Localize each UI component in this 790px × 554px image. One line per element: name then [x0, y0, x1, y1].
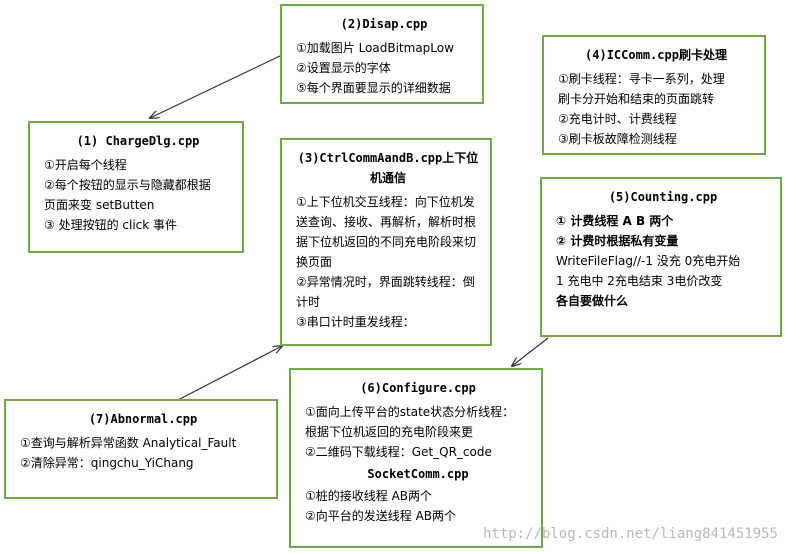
box-iccomm: (4)ICComm.cpp刷卡处理 ①刷卡线程：寻卡一系列，处理 刷卡分开始和结…: [542, 35, 766, 155]
box-chargedlg-line-3: 页面来变 setButten: [44, 198, 155, 212]
box-counting-title: (5)Counting.cpp: [608, 190, 718, 204]
box-chargedlg-title: (1) ChargeDlg.cpp: [76, 134, 200, 148]
box-abnormal-line-1: ①查询与解析异常函数 Analytical_Fault: [20, 436, 237, 450]
box-disap-line-3: ⑤每个界面要显示的详细数据: [296, 81, 451, 95]
box-iccomm-line-2: 刷卡分开始和结束的页面跳转: [558, 92, 715, 106]
box-configure-line-4: ①桩的接收线程 AB两个: [305, 489, 433, 503]
box-configure-title: (6)Configure.cpp: [360, 381, 476, 395]
box-chargedlg-line-1: ①开启每个线程: [44, 158, 127, 172]
arrow-disap-to-chargedlg: [150, 54, 283, 118]
box-abnormal: (7)Abnormal.cpp ①查询与解析异常函数 Analytical_Fa…: [4, 399, 278, 499]
box-counting-line-1: ① 计费线程 A B 两个: [556, 214, 674, 228]
box-counting-line-4: 1 充电中 2充电结束 3电价改变: [556, 274, 723, 288]
box-configure-subtitle: SocketComm.cpp: [367, 467, 469, 481]
box-configure-line-2: 根据下位机返回的充电阶段来更: [305, 425, 474, 439]
box-counting-line-2: ② 计费时根据私有变量: [556, 234, 679, 248]
box-chargedlg: (1) ChargeDlg.cpp ①开启每个线程 ②每个按钮的显示与隐藏都根据…: [28, 121, 244, 253]
box-counting: (5)Counting.cpp ① 计费线程 A B 两个 ② 计费时根据私有变…: [540, 177, 782, 337]
box-ctrlcomm-line-3: ③串口计时重发线程：: [296, 315, 415, 329]
box-ctrlcomm-line-2: ②异常情况时，界面跳转线程：倒计时: [296, 275, 475, 309]
box-configure-line-1: ①面向上传平台的state状态分析线程：: [305, 405, 515, 419]
box-iccomm-line-1: ①刷卡线程：寻卡一系列，处理: [558, 72, 725, 86]
box-disap-line-2: ②设置显示的字体: [296, 61, 391, 75]
box-iccomm-title: (4)ICComm.cpp刷卡处理: [585, 48, 727, 62]
box-counting-line-3: WriteFileFlag//-1 没充 0充电开始: [556, 254, 741, 268]
box-ctrlcomm-line-1: ①上下位机交互线程：向下位机发送查询、接收、再解析，解析时根据下位机返回的不同充…: [296, 195, 477, 269]
box-ctrlcomm: (3)CtrlCommAandB.cpp上下位机通信 ①上下位机交互线程：向下位…: [280, 138, 492, 346]
box-ctrlcomm-title: (3)CtrlCommAandB.cpp上下位机通信: [297, 151, 479, 185]
arrow-abnormal-to-ctrlcomm: [177, 346, 282, 401]
box-disap: (2)Disap.cpp ①加载图片 LoadBitmapLow ②设置显示的字…: [280, 4, 484, 104]
box-disap-line-1: ①加载图片 LoadBitmapLow: [296, 41, 454, 55]
box-configure-line-5: ②向平台的发送线程 AB两个: [305, 509, 457, 523]
box-counting-line-5: 各自要做什么: [556, 294, 629, 308]
box-configure: (6)Configure.cpp ①面向上传平台的state状态分析线程： 根据…: [289, 368, 543, 548]
box-disap-title: (2)Disap.cpp: [340, 17, 428, 31]
arrow-counting-to-configure: [512, 337, 549, 366]
box-configure-line-3: ②二维码下载线程：Get_QR_code: [305, 445, 492, 459]
box-iccomm-line-4: ③刷卡板故障检测线程: [558, 132, 677, 146]
watermark-url: http://blog.csdn.net/liang841451955: [482, 526, 778, 542]
box-abnormal-line-2: ②清除异常：qingchu_YiChang: [20, 456, 194, 470]
box-abnormal-title: (7)Abnormal.cpp: [88, 412, 198, 426]
box-iccomm-line-3: ②充电计时、计费线程: [558, 112, 677, 126]
box-chargedlg-line-2: ②每个按钮的显示与隐藏都根据: [44, 178, 211, 192]
box-chargedlg-line-4: ③ 处理按钮的 click 事件: [44, 218, 178, 232]
